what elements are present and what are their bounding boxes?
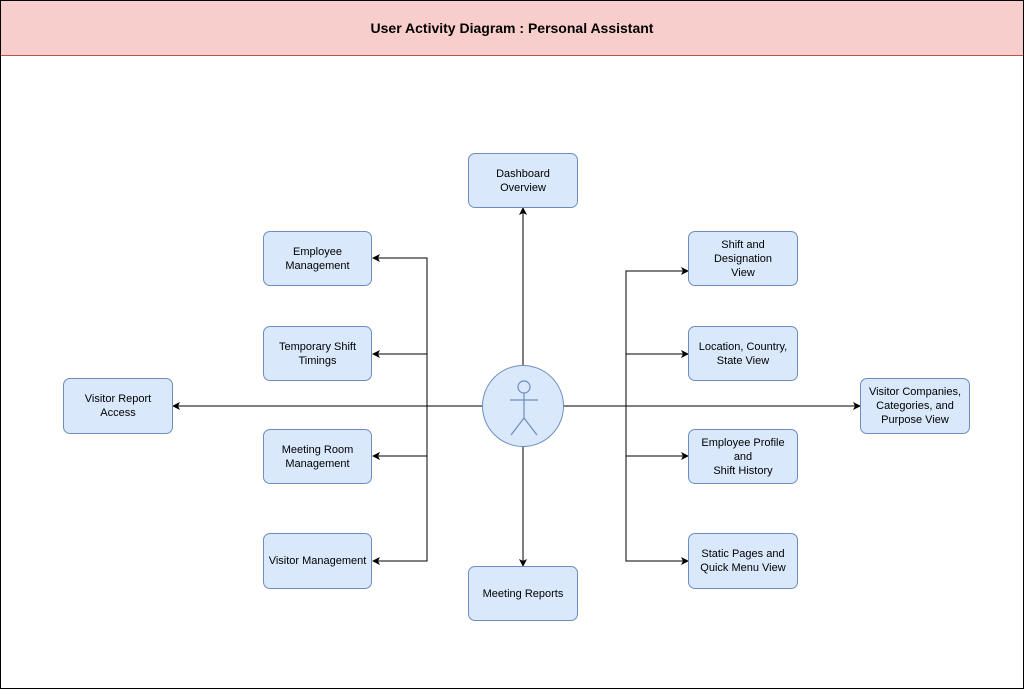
edge-actor-visitor-management bbox=[372, 456, 428, 565]
node-visitor-companies-view[interactable]: Visitor Companies, Categories, and Purpo… bbox=[860, 378, 970, 434]
node-static-pages-quick-menu-view[interactable]: Static Pages and Quick Menu View bbox=[688, 533, 798, 589]
node-temporary-shift-timings[interactable]: Temporary Shift Timings bbox=[263, 326, 372, 381]
edge-actor-employee-profile-shift-history bbox=[625, 406, 689, 460]
edge-actor-static-pages-quick-menu-view bbox=[625, 456, 689, 565]
stick-figure-icon bbox=[510, 380, 538, 436]
node-meeting-room-management[interactable]: Meeting Room Management bbox=[263, 429, 372, 484]
diagram-title: User Activity Diagram : Personal Assista… bbox=[1, 1, 1023, 56]
node-employee-profile-shift-history[interactable]: Employee Profile and Shift History bbox=[688, 429, 798, 484]
edge-actor-shift-designation-view bbox=[564, 267, 689, 407]
edge-actor-meeting-room-management bbox=[372, 406, 428, 460]
edge-actor-employee-management bbox=[372, 254, 482, 407]
node-location-country-state-view[interactable]: Location, Country, State View bbox=[688, 326, 798, 381]
node-visitor-management[interactable]: Visitor Management bbox=[263, 533, 372, 589]
node-visitor-report-access[interactable]: Visitor Report Access bbox=[63, 378, 173, 434]
node-dashboard-overview[interactable]: Dashboard Overview bbox=[468, 153, 578, 208]
actor-node[interactable] bbox=[482, 365, 564, 447]
node-employee-management[interactable]: Employee Management bbox=[263, 231, 372, 286]
node-shift-designation-view[interactable]: Shift and Designation View bbox=[688, 231, 798, 286]
node-meeting-reports[interactable]: Meeting Reports bbox=[468, 566, 578, 621]
